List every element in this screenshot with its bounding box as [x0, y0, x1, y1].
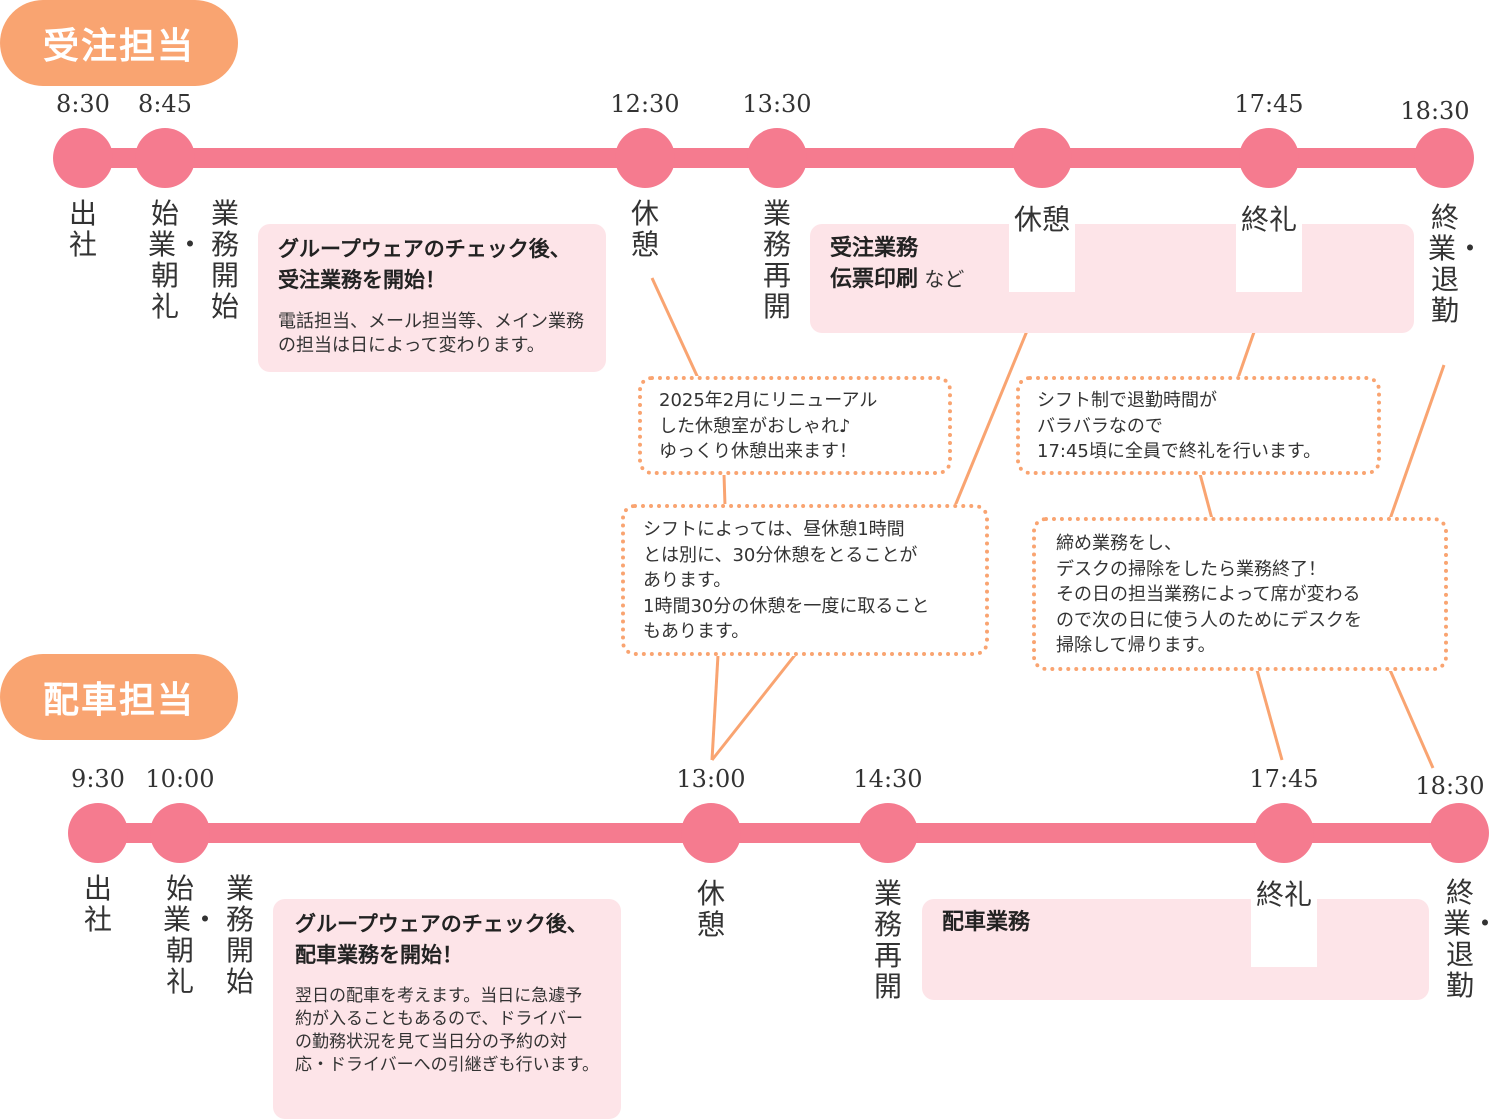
time-label: 12:30 — [610, 90, 680, 118]
label-closing: 終礼 — [1251, 873, 1317, 967]
callout-shift-line: あります。 — [643, 570, 732, 591]
label-break: 休憩 — [696, 877, 725, 941]
callout-lounge-line: 2025年2月にリニューアル — [659, 390, 878, 411]
callout-shift-line: とは別に、30分休憩をとることが — [643, 544, 918, 566]
time-label: 17:45 — [1234, 90, 1304, 118]
dispatch-main-box: 配車業務 — [922, 899, 1429, 1000]
callout-lounge-line: ゆっくり休憩出来ます！ — [659, 441, 857, 462]
label-work-start: 業務開始 — [225, 872, 254, 998]
callout-cleanup-line: デスクの掃除をしたら業務終了！ — [1056, 558, 1326, 580]
connector-shift-1300-b — [710, 654, 797, 761]
timeline-dot-break2 — [1012, 128, 1072, 188]
timeline-dot-0930 — [68, 803, 128, 863]
order-main-line2-tail: など — [918, 267, 965, 291]
callout-closing-meeting: シフト制で退勤時間が バラバラなので 17:45頃に全員で終礼を行います。 — [1016, 376, 1381, 475]
dispatch-main-line1: 配車業務 — [942, 910, 1031, 935]
order-main-box: 受注業務 伝票印刷 など — [810, 224, 1414, 333]
timeline-dot-0830 — [53, 128, 113, 188]
callout-cleanup: 締め業務をし、 デスクの掃除をしたら業務終了！ その日の担当業務によって席が変わ… — [1032, 517, 1448, 671]
callout-shift-break: シフトによっては、昼休憩1時間 とは別に、30分休憩をとることが あります。 1… — [621, 504, 989, 656]
section-title-dispatch: 配車担当 — [0, 654, 238, 740]
callout-cleanup-line: ので次の日に使う人のためにデスクを — [1056, 609, 1362, 631]
label-start: 始業・朝礼 — [148, 197, 205, 323]
label-break: 休憩 — [630, 197, 659, 261]
label-start: 始業・朝礼 — [163, 872, 220, 998]
dispatch-intro-box: グループウェアのチェック後、 配車業務を開始！ 翌日の配車を考えます。当日に急遽… — [273, 899, 621, 1119]
timeline-dot-1745 — [1254, 803, 1314, 863]
timeline-dot-1430 — [858, 803, 918, 863]
connector-cleanup-1745 — [1255, 669, 1284, 761]
label-finish: 終業・退勤 — [1443, 876, 1499, 1002]
label-arrive: 出社 — [83, 872, 112, 936]
timeline-dot-1330 — [747, 128, 807, 188]
label-break2: 休憩 — [1009, 198, 1075, 292]
order-main-line2: 伝票印刷 — [830, 267, 919, 292]
callout-lounge-line: した休憩室がおしゃれ♪ — [659, 415, 851, 437]
dispatch-intro-body: 翌日の配車を考えます。当日に急遽予約が入ることもあるので、ドライバーの勤務状況を… — [295, 986, 599, 1075]
connector-lounge-shift — [722, 473, 727, 507]
callout-cleanup-line: その日の担当業務によって席が変わる — [1056, 584, 1361, 605]
callout-shift-line: シフトによっては、昼休憩1時間 — [643, 519, 905, 540]
time-label: 18:30 — [1400, 97, 1470, 125]
callout-shift-line: もあります。 — [643, 621, 750, 642]
timeline-bar-dispatch — [98, 823, 1458, 843]
callout-cleanup-line: 締め業務をし、 — [1056, 533, 1182, 554]
time-label: 9:30 — [71, 765, 125, 793]
label-work-start: 業務開始 — [210, 197, 239, 323]
callout-lounge: 2025年2月にリニューアル した休憩室がおしゃれ♪ ゆっくり休憩出来ます！ — [638, 376, 952, 475]
order-intro-heading-1: グループウェアのチェック後、 — [278, 237, 571, 261]
timeline-dot-1745 — [1239, 128, 1299, 188]
callout-cleanup-line: 掃除して帰ります。 — [1056, 635, 1216, 656]
callout-closing-line: シフト制で退勤時間が — [1037, 390, 1217, 411]
timeline-dot-1830 — [1429, 803, 1489, 863]
time-label: 18:30 — [1415, 772, 1485, 800]
order-intro-box: グループウェアのチェック後、 受注業務を開始！ 電話担当、メール担当等、メイン業… — [258, 224, 606, 372]
label-resume: 業務再開 — [762, 197, 791, 323]
label-arrive: 出社 — [68, 197, 97, 261]
order-main-line1: 受注業務 — [830, 236, 919, 261]
time-label: 8:30 — [56, 90, 110, 118]
label-resume: 業務再開 — [873, 877, 902, 1003]
callout-shift-line: 1時間30分の休憩を一度に取ること — [643, 595, 930, 617]
label-finish: 終業・退勤 — [1428, 201, 1485, 327]
connector-cleanup-1830 — [1388, 669, 1435, 769]
time-label: 17:45 — [1249, 765, 1319, 793]
time-label: 10:00 — [145, 765, 215, 793]
timeline-dot-0845 — [135, 128, 195, 188]
connector-closing-cleanup — [1198, 473, 1214, 520]
callout-closing-line: 17:45頃に全員で終礼を行います。 — [1037, 441, 1322, 462]
connector-finish-cleanup — [1388, 364, 1446, 520]
section-title-order: 受注担当 — [0, 0, 238, 86]
time-label: 8:45 — [138, 90, 192, 118]
label-closing: 終礼 — [1236, 198, 1302, 292]
timeline-dot-1000 — [150, 803, 210, 863]
time-label: 13:30 — [742, 90, 812, 118]
time-label: 13:00 — [676, 765, 746, 793]
connector-break-lounge — [650, 277, 700, 379]
timeline-dot-1300 — [681, 803, 741, 863]
order-intro-body: 電話担当、メール担当等、メイン業務の担当は日によって変わります。 — [278, 311, 584, 356]
time-label: 14:30 — [853, 765, 923, 793]
order-intro-heading-2: 受注業務を開始！ — [278, 268, 446, 292]
callout-closing-line: バラバラなので — [1037, 415, 1163, 437]
connector-shift-1300-a — [710, 654, 720, 761]
dispatch-intro-heading-1: グループウェアのチェック後、 — [295, 912, 588, 936]
timeline-dot-1230 — [615, 128, 675, 188]
dispatch-intro-heading-2: 配車業務を開始！ — [295, 943, 463, 967]
timeline-dot-1830 — [1414, 128, 1474, 188]
